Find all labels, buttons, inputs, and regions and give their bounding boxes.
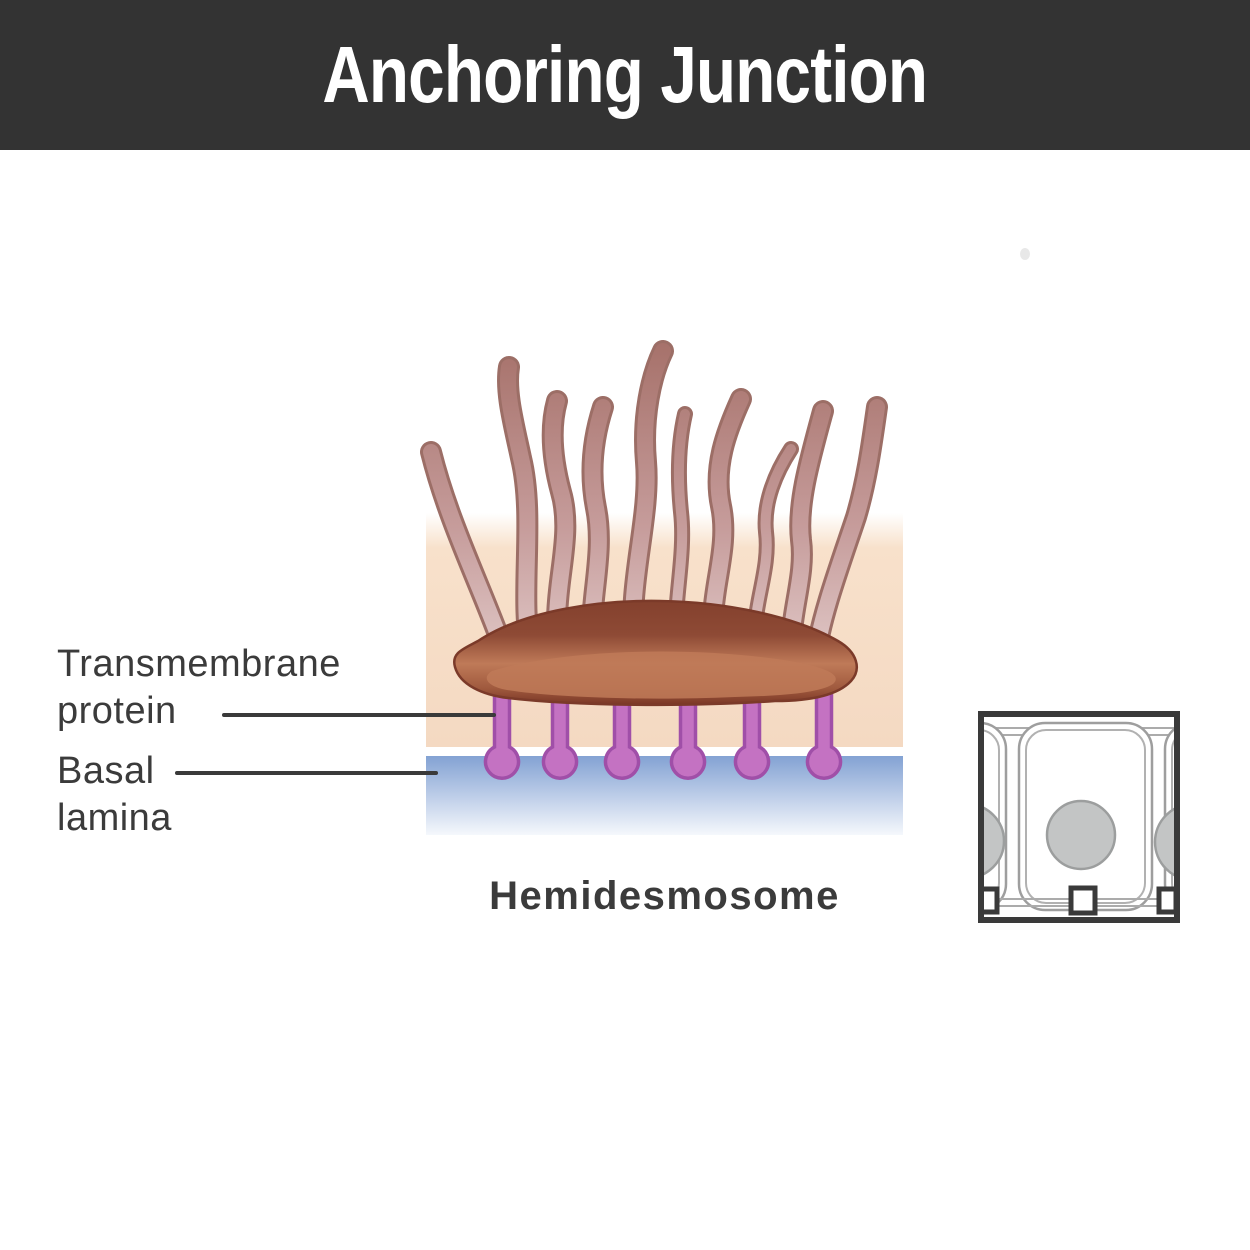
- hemidesmosome-marker: [1156, 886, 1174, 915]
- transmembrane-pins-group: [483, 684, 843, 780]
- header-bar: Anchoring Junction: [0, 0, 1250, 150]
- transmembrane-pin: [733, 684, 771, 780]
- transmembrane-pin: [805, 684, 843, 780]
- plaque-highlight: [486, 651, 836, 699]
- filament-core: [500, 359, 540, 666]
- filament-core: [625, 343, 671, 658]
- epithelial-cells-thumbnail: [978, 711, 1180, 923]
- filament-core: [808, 399, 885, 662]
- nucleus: [1045, 799, 1117, 871]
- plaque-group: [452, 599, 858, 707]
- hemidesmosome-marker: [984, 886, 1000, 915]
- page-title: Anchoring Junction: [322, 30, 929, 119]
- transmembrane-pin: [541, 684, 579, 780]
- inset-border: [978, 711, 1180, 923]
- filament-core: [783, 403, 831, 658]
- filaments-group: [420, 340, 888, 673]
- basal-leader-line: [175, 771, 438, 775]
- transmembrane-pin: [669, 684, 707, 780]
- basal-lamina-label: Basal lamina: [57, 750, 172, 839]
- artifact-dot: [1020, 248, 1030, 260]
- transmembrane-pin: [603, 684, 641, 780]
- transmembrane-protein-label: Transmembrane protein: [57, 643, 341, 732]
- nucleus: [984, 806, 1006, 876]
- transmembrane-pin: [483, 684, 521, 780]
- hemidesmosome-marker: [1068, 885, 1098, 916]
- nucleus: [1153, 807, 1174, 877]
- transmembrane-leader-line: [222, 713, 496, 717]
- diagram-caption: Hemidesmosome: [489, 874, 840, 918]
